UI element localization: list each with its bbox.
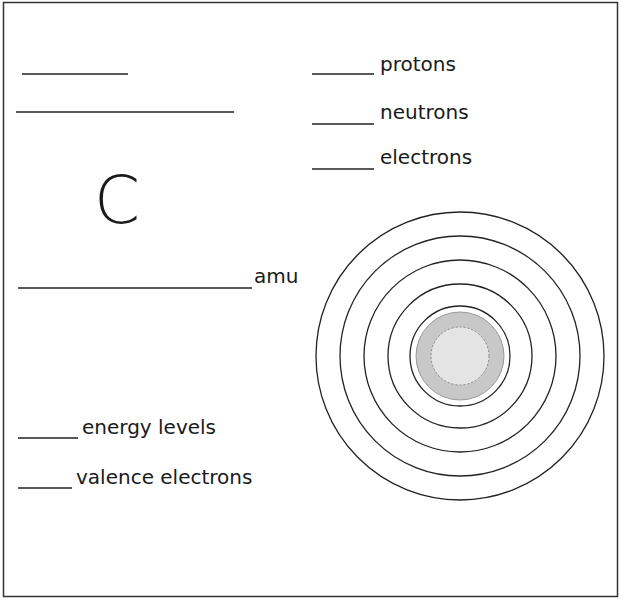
blank-line [312, 73, 374, 74]
nucleus-core [431, 327, 489, 385]
element-symbol: C [94, 168, 140, 234]
blank-line [18, 287, 252, 288]
bohr-model [316, 212, 604, 500]
field-label: electrons [380, 147, 472, 167]
blank-line [18, 487, 72, 488]
energy-ring [364, 260, 556, 452]
energy-ring [340, 236, 580, 476]
energy-ring [316, 212, 604, 500]
field-label: protons [380, 54, 456, 74]
blank-line [18, 437, 78, 438]
energy-ring [388, 284, 532, 428]
answer-blanks [16, 74, 374, 488]
field-label: neutrons [380, 102, 469, 122]
field-label: energy levels [82, 417, 216, 437]
nucleus [416, 312, 504, 400]
field-label: valence electrons [76, 467, 252, 487]
blank-line [22, 73, 128, 74]
energy-ring [410, 306, 510, 406]
frame [4, 3, 618, 597]
blank-line [312, 123, 374, 124]
blank-line [16, 111, 234, 112]
blank-line [312, 168, 374, 169]
unit-label: amu [254, 266, 298, 286]
